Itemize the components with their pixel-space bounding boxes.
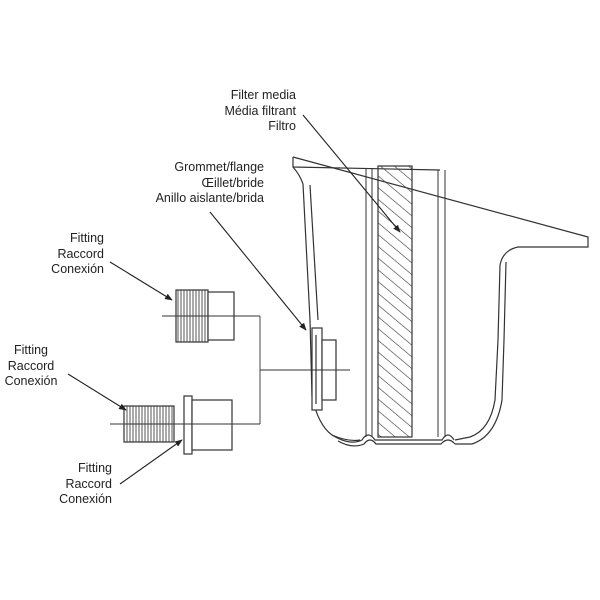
label-line: Raccord [57,246,104,261]
label-line: Filtro [268,119,296,133]
label-fitting-middle: Fitting Raccord Conexión [0,343,62,390]
label-line: Fitting [77,461,112,475]
label-line: Raccord [7,358,55,373]
label-line: Média filtrant [224,103,296,118]
label-line: Anillo aislante/brida [155,191,264,205]
label-grommet-flange: Grommet/flange Œillet/bride Anillo aisla… [120,160,264,207]
connection-lines [110,315,350,425]
label-fitting-top: Fitting Raccord Conexión [20,231,104,278]
label-line: Conexión [51,262,104,276]
label-line: Fitting [13,343,49,357]
label-fitting-bottom: Fitting Raccord Conexión [40,461,112,508]
label-filter-media: Filter media Média filtrant Filtro [200,88,296,135]
fitting-bottom [183,395,233,455]
label-line: Raccord [65,476,112,491]
label-line: Conexión [4,374,58,388]
leader-lines [67,114,401,485]
housing [292,156,589,447]
filter-media [365,165,446,438]
label-line: Filter media [230,88,296,102]
label-line: Œillet/bride [201,175,264,190]
label-line: Conexión [59,492,112,506]
grommet-flange [311,327,337,411]
label-line: Fitting [69,231,104,245]
label-line: Grommet/flange [174,160,264,174]
